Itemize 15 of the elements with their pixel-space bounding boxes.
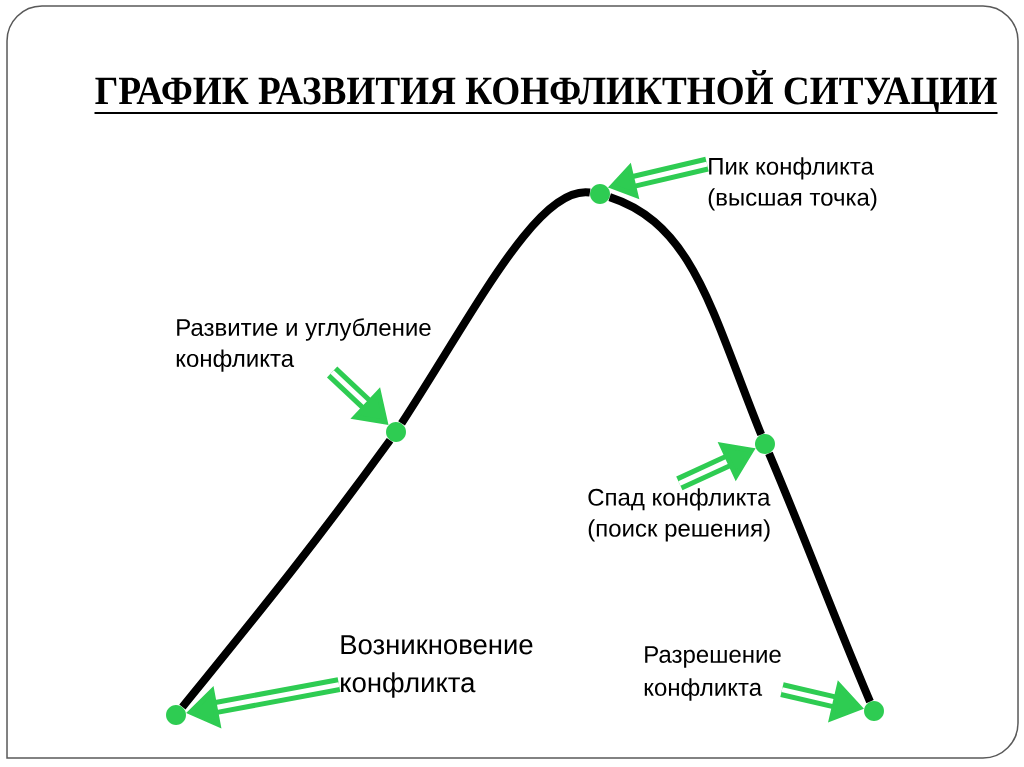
title: ГРАФИК РАЗВИТИЯ КОНФЛИКТНОЙ СИТУАЦИИ <box>94 69 998 115</box>
stage-label: Спад конфликта (поиск решения) <box>588 488 771 542</box>
dot <box>166 705 186 725</box>
stage-label: Разрешение конфликта <box>644 646 781 701</box>
curve-line <box>608 193 765 436</box>
dot <box>590 184 610 204</box>
stage-label: Пик конфликта (высшая точка) <box>708 157 877 211</box>
curve-line <box>179 437 394 710</box>
dot <box>864 701 884 721</box>
stage-label: Развитие и углубление конфликта <box>176 318 431 372</box>
dot <box>386 422 406 442</box>
curve-line <box>765 451 874 704</box>
dot <box>755 434 775 454</box>
curve-line <box>398 188 591 426</box>
stage-label: Возникновение конфликта <box>341 635 533 698</box>
